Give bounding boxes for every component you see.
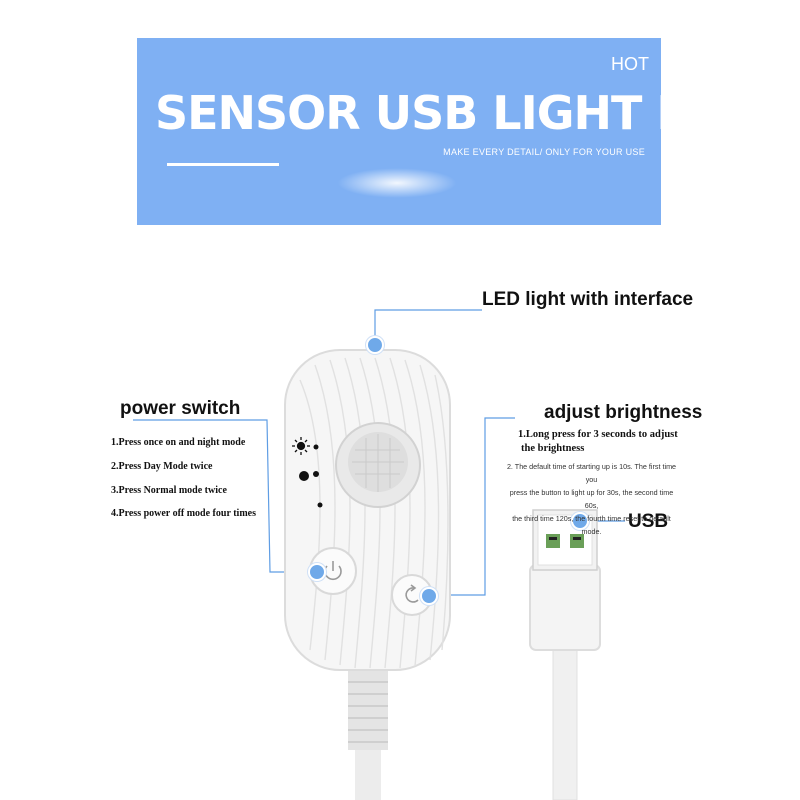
power-step: 3.Press Normal mode twice [111,485,227,496]
adjust-marker [420,587,438,605]
usb-label: USB [628,511,669,532]
banner-bar [167,163,279,166]
cable-left [348,660,388,800]
banner-glow [337,168,457,198]
power-marker [308,563,326,581]
led-marker [366,336,384,354]
adjust-detail-line: the third time 120s, the fourth time res… [512,514,671,536]
adjust-brightness-label: adjust brightness [544,402,703,423]
adjust-note-1b: the brightness [521,443,585,454]
power-step: 2.Press Day Mode twice [111,461,213,472]
usb-plug [529,509,601,800]
banner: HOT SENSOR USB LIGHT BAND MAKE EVERY DET… [137,38,661,225]
adjust-detail-line: press the button to light up for 30s, th… [509,488,674,510]
banner-slogan: MAKE EVERY DETAIL/ ONLY FOR YOUR USE [443,147,645,157]
banner-title: SENSOR USB LIGHT BAND [155,86,661,140]
usb-marker [571,512,589,530]
adjust-detail-line: 2. The default time of starting up is 10… [506,462,677,484]
brightness-icon [405,584,419,603]
power-step: 4.Press power off mode four times [111,508,256,519]
adjust-note-1a: 1.Long press for 3 seconds to adjust [518,429,678,440]
sun-icon [292,437,310,455]
hot-badge: HOT [611,54,649,74]
adjust-detail: 2. The default time of starting up is 10… [504,460,679,538]
power-switch-label: power switch [120,398,241,419]
controller-body [284,349,451,671]
power-step: 1.Press once on and night mode [111,437,246,448]
led-label: LED light with interface [482,289,694,310]
